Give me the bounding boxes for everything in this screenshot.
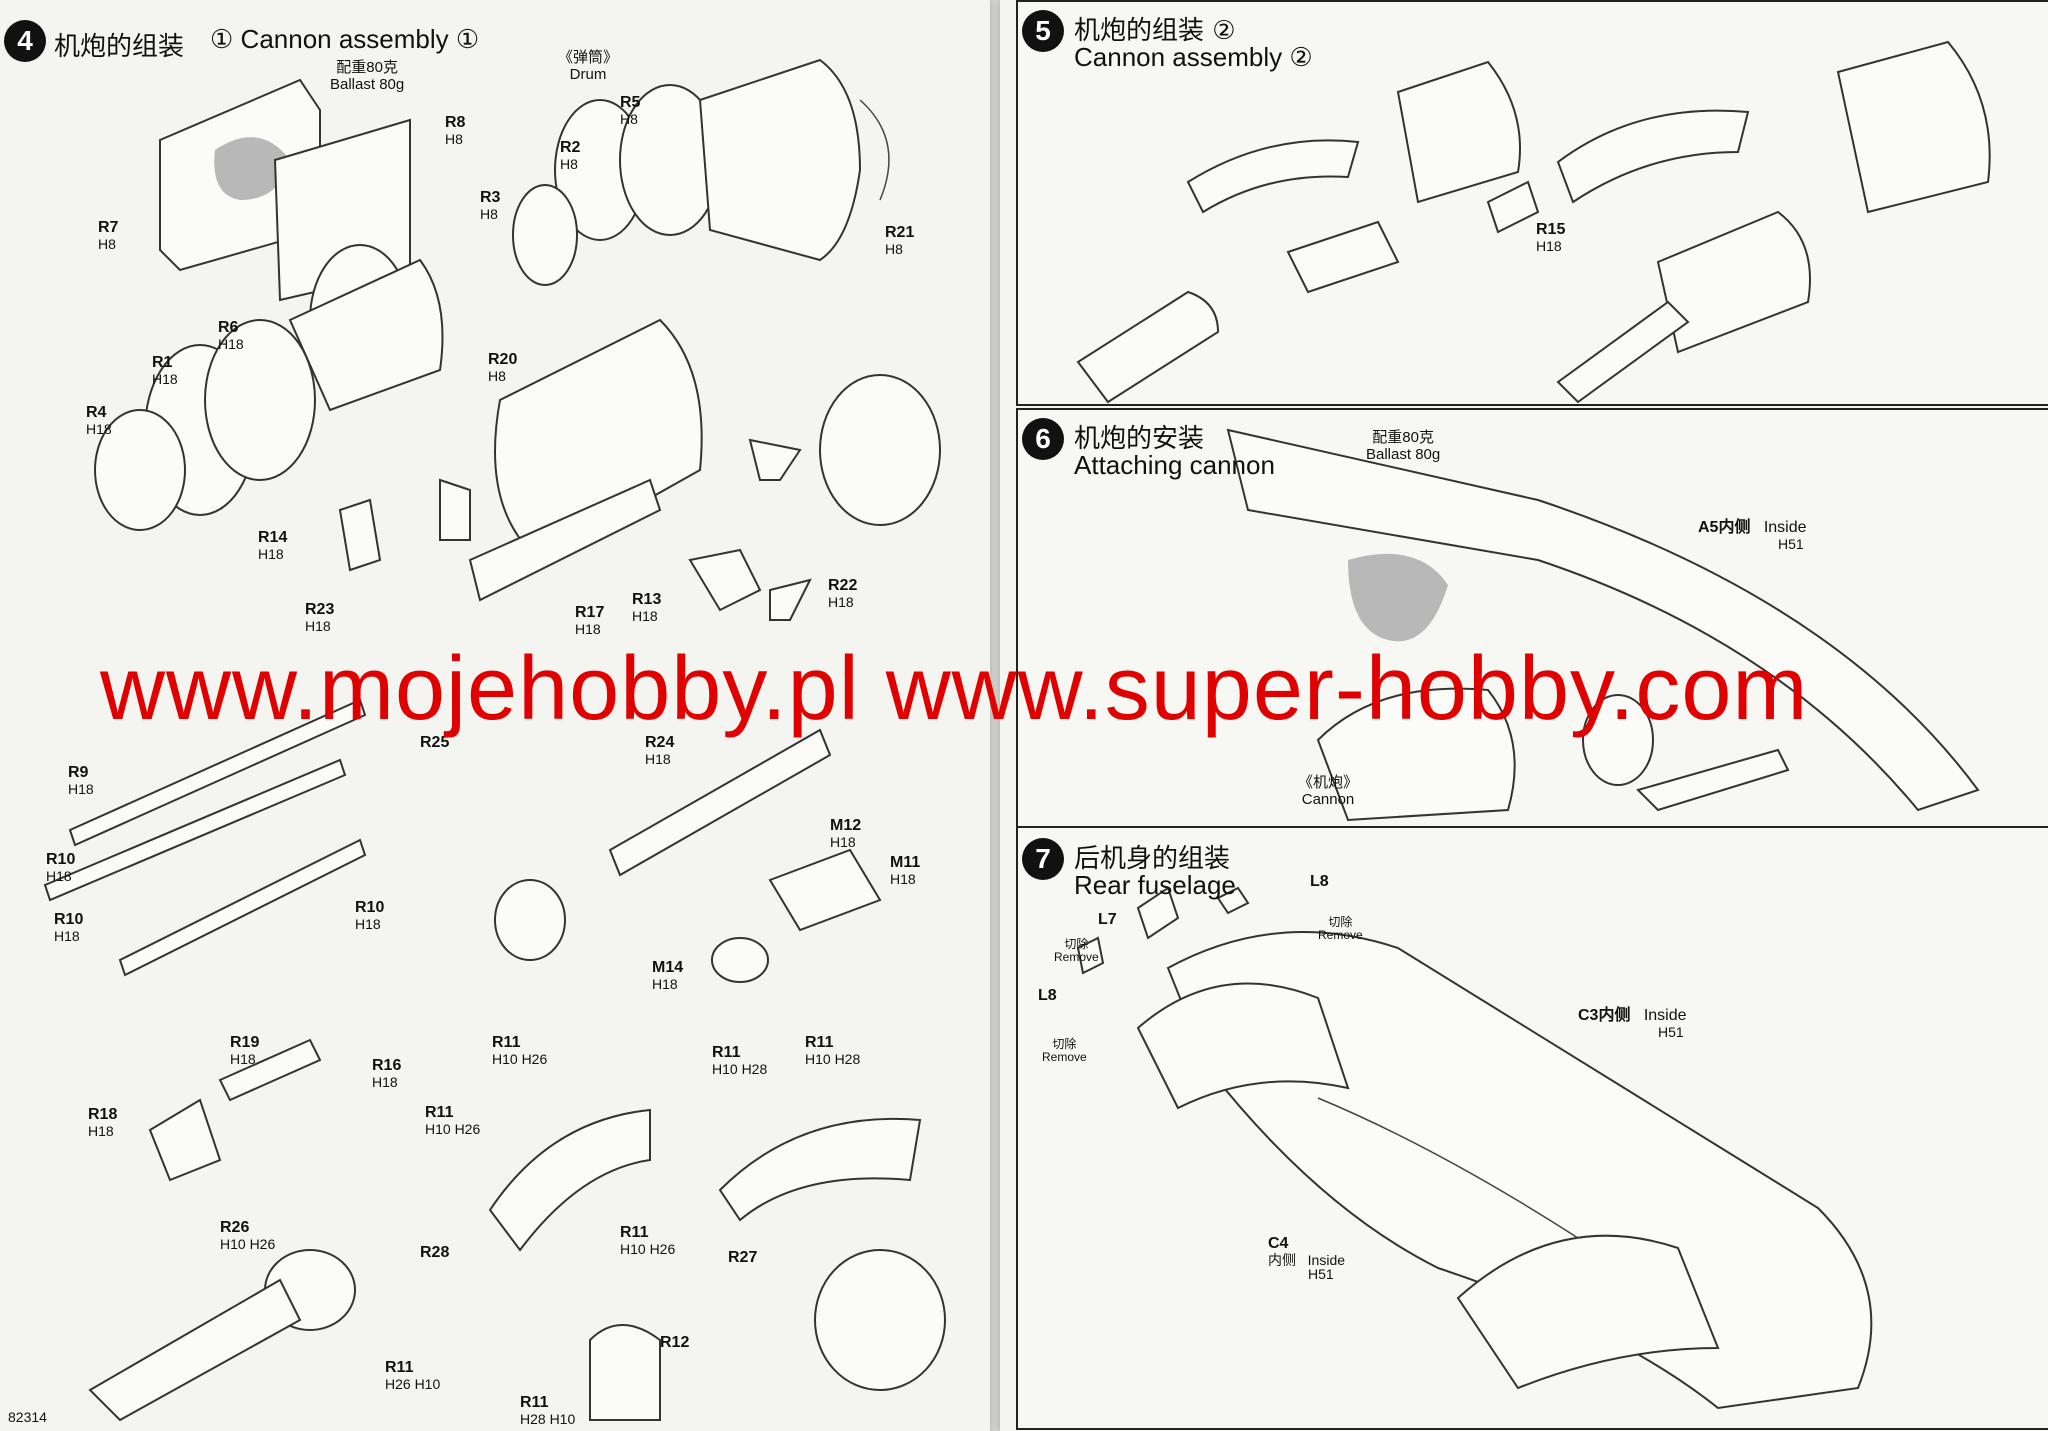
step-6-number: 6 xyxy=(1022,418,1064,460)
step-7-title-en: Rear fuselage xyxy=(1074,870,1236,900)
step-7-illustration xyxy=(1076,886,1873,1410)
step-5-illustration xyxy=(1076,40,1991,404)
page-number: 82314 xyxy=(8,1409,47,1425)
part-label: L8 xyxy=(1038,987,1057,1004)
step-6-title-en: Attaching cannon xyxy=(1074,450,1275,480)
step-6-cannon-note: 《机炮》Cannon xyxy=(1298,774,1359,808)
step-4-number: 4 xyxy=(4,20,46,62)
step-5-title-cn: 机炮的组装 ② xyxy=(1074,16,1236,46)
step-5-title-en: Cannon assembly ② xyxy=(1074,42,1313,72)
step-4-drum-note: 《弹筒》Drum xyxy=(558,49,619,83)
step-4-title-cn: 机炮的组装 xyxy=(54,32,185,62)
part-label: L7 xyxy=(1098,911,1117,928)
step-7-number: 7 xyxy=(1022,838,1064,880)
part-label: R12 xyxy=(660,1334,690,1351)
part-label: L8 xyxy=(1310,873,1329,890)
step-6-title-cn: 机炮的安装 xyxy=(1074,424,1205,454)
step-6-illustration xyxy=(1226,428,1980,822)
step-5-number: 5 xyxy=(1022,10,1064,52)
part-label: R28 xyxy=(420,1244,450,1261)
part-label: R27 xyxy=(728,1249,758,1266)
watermark-text: www.mojehobby.pl www.super-hobby.com xyxy=(100,639,1809,739)
step-7-title-cn: 后机身的组装 xyxy=(1074,844,1231,874)
part-label: R25 xyxy=(420,734,450,751)
step-4-title-en: ① Cannon assembly ① xyxy=(210,24,480,54)
step-4-illustration xyxy=(43,58,946,1422)
left-page: 4 机炮的组装 ① Cannon assembly ① xyxy=(0,0,990,1431)
